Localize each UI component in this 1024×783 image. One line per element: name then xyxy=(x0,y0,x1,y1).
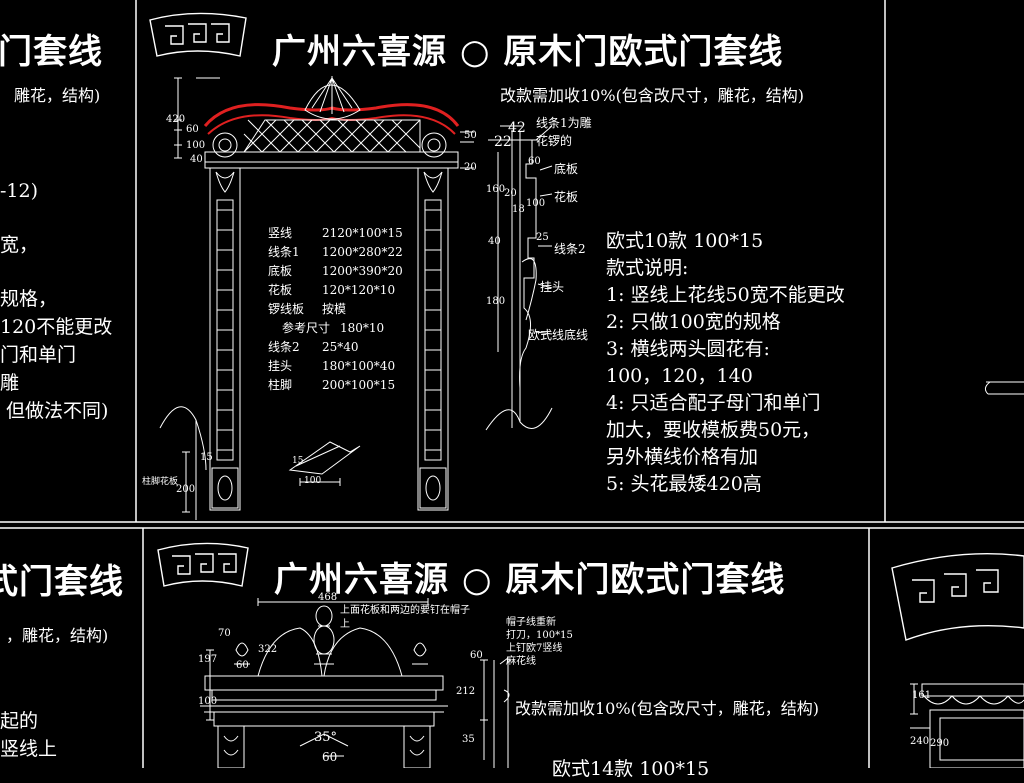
dim-label: 468 xyxy=(318,592,338,603)
profile-view-top xyxy=(485,125,553,431)
note-line: 5: 头花最矮420高 xyxy=(606,473,762,495)
note-line: 另外横线价格有加 xyxy=(606,446,759,468)
dim-label: 25 xyxy=(536,232,549,243)
dim-label: 161 xyxy=(912,690,932,701)
dim-label: 70 xyxy=(218,628,231,639)
angle-label: 35° xyxy=(314,730,338,745)
side-note-line: 打刀，100*15 xyxy=(506,630,573,641)
side-note-line: 上钉欧7竖线 xyxy=(506,643,563,654)
subtitle-fragment-left-top: 雕花，结构) xyxy=(14,86,101,105)
dim-label: 240 xyxy=(910,736,930,747)
subtitle-fragment-left-bottom: ，雕花，结构) xyxy=(6,626,109,645)
dim-label: 100 xyxy=(186,140,206,151)
dim-label: 60 xyxy=(528,156,541,167)
left-note: 但做法不同) xyxy=(6,400,109,422)
door-frame-right-partial xyxy=(910,683,1024,768)
dim-label: 15 xyxy=(292,456,304,466)
left-note: 门和单门 xyxy=(0,344,77,366)
profile-label: 线条1为雕花锣的 xyxy=(536,116,592,148)
note-line: 1: 竖线上花线50宽不能更改 xyxy=(606,284,845,306)
dim-label: 322 xyxy=(258,644,278,655)
subtitle-top: 改款需加收10%(包含改尺寸，雕花，结构) xyxy=(500,86,805,105)
subtitle-bottom: 改款需加收10%(包含改尺寸，雕花，结构) xyxy=(515,699,820,718)
dim-label: 50 xyxy=(464,130,477,141)
greek-key-logo-right xyxy=(891,553,1024,641)
left-note: 规格， xyxy=(0,288,58,310)
dim-label: 212 xyxy=(456,686,476,697)
profile-label: 底板 xyxy=(554,162,579,176)
dim-label: 160 xyxy=(486,184,506,195)
dim-label: 197 xyxy=(198,654,218,665)
left-note-bottom: 起的 xyxy=(0,710,39,732)
dim-label: 15 xyxy=(200,452,213,463)
left-note: 120不能更改 xyxy=(0,316,113,338)
dim-label: 22 xyxy=(494,134,512,150)
dim-label: 42 xyxy=(508,120,526,136)
dim-label: 60 xyxy=(186,124,199,135)
left-note-bottom: 竖线上 xyxy=(0,738,58,760)
left-note: 宽， xyxy=(0,234,39,256)
title-fragment-left-bottom: 式门套线 xyxy=(0,562,124,602)
dim-label: 100 xyxy=(198,696,218,707)
greek-key-logo-top xyxy=(149,12,247,57)
note-line: 4: 只适合配子母门和单门 xyxy=(606,392,821,414)
dim-label: 420 xyxy=(166,114,186,125)
dim-label: 40 xyxy=(488,236,501,247)
side-note-line: 麻花线 xyxy=(506,656,536,667)
dim-label: 40 xyxy=(190,154,203,165)
dim-label: 200 xyxy=(176,484,196,495)
note-line: 2: 只做100宽的规格 xyxy=(606,311,781,333)
door-frame-top xyxy=(159,76,474,520)
left-note: -12) xyxy=(0,180,39,202)
model-bottom: 欧式14款 100*15 xyxy=(552,758,710,780)
dim-label: 60 xyxy=(470,650,483,661)
dim-label: 100 xyxy=(526,198,546,209)
style-notes: 欧式10款 100*15 款式说明: 1: 竖线上花线50宽不能更改 2: 只做… xyxy=(606,228,845,498)
title-bottom: 广州六喜源 ○ 原木门欧式门套线 xyxy=(274,560,786,600)
spec-row: 锣线板按模 xyxy=(268,302,347,316)
profile-label: 花板 xyxy=(554,190,579,204)
dim-label: 20 xyxy=(504,188,517,199)
side-note: 帽子线重新 打刀，100*15 上钉欧7竖线 麻花线 xyxy=(506,616,573,668)
dim-label: 290 xyxy=(930,738,950,749)
dim-label: 35 xyxy=(462,734,475,745)
note-line: 欧式10款 100*15 xyxy=(606,230,764,252)
door-frame-bottom xyxy=(200,598,510,768)
dim-label: 60 xyxy=(322,750,338,764)
mini-detail-right xyxy=(984,381,1024,395)
note-line: 100，120，140 xyxy=(606,365,753,387)
profile-label: 线条2 xyxy=(554,242,586,256)
dim-label: 18 xyxy=(512,204,525,215)
dim-label: 柱脚花板 xyxy=(142,477,179,487)
dim-label: 100 xyxy=(304,476,322,486)
note-line: 3: 横线两头圆花有: xyxy=(606,338,770,360)
side-note-line: 帽子线重新 xyxy=(506,617,556,628)
profile-label: 挂头 xyxy=(540,280,565,294)
note-line: 款式说明: xyxy=(606,257,689,279)
dim-label: 180 xyxy=(486,296,506,307)
title-top: 广州六喜源 ○ 原木门欧式门套线 xyxy=(272,32,784,72)
dim-label: 60 xyxy=(236,660,249,671)
profile-label: 欧式线底线 xyxy=(528,328,589,342)
title-fragment-left-top: 门套线 xyxy=(0,32,103,72)
left-note: 雕 xyxy=(0,372,20,394)
head-note: 上面花板和两边的要钉在帽子上 xyxy=(340,605,470,630)
dim-label: 20 xyxy=(464,162,477,173)
greek-key-logo-bottom xyxy=(157,542,249,587)
note-line: 加大，要收模板费50元， xyxy=(606,419,821,441)
